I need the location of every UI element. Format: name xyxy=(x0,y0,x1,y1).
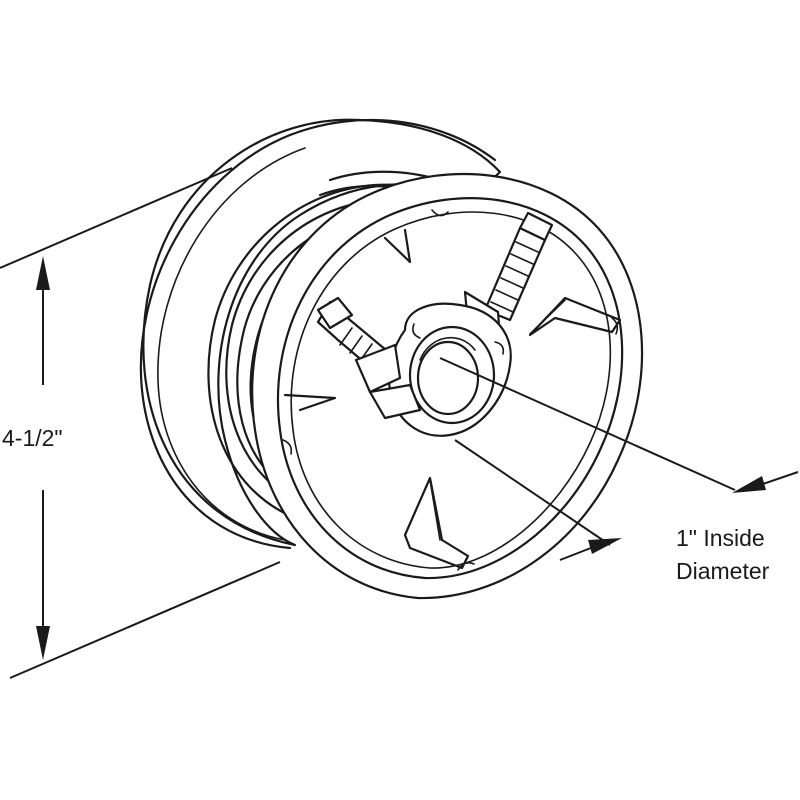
rear-flange xyxy=(139,118,502,550)
hub xyxy=(354,290,512,437)
extension-lines xyxy=(0,167,736,679)
diameter-label-line2: Diameter xyxy=(676,558,770,584)
height-dimension-arrow xyxy=(36,256,50,660)
inner-ribs xyxy=(283,228,622,570)
diameter-label-line1: 1" Inside xyxy=(676,525,765,551)
set-screw-upper xyxy=(483,211,554,322)
height-label: 4-1/2" xyxy=(2,425,63,451)
diameter-dimension-arrows xyxy=(559,471,799,561)
